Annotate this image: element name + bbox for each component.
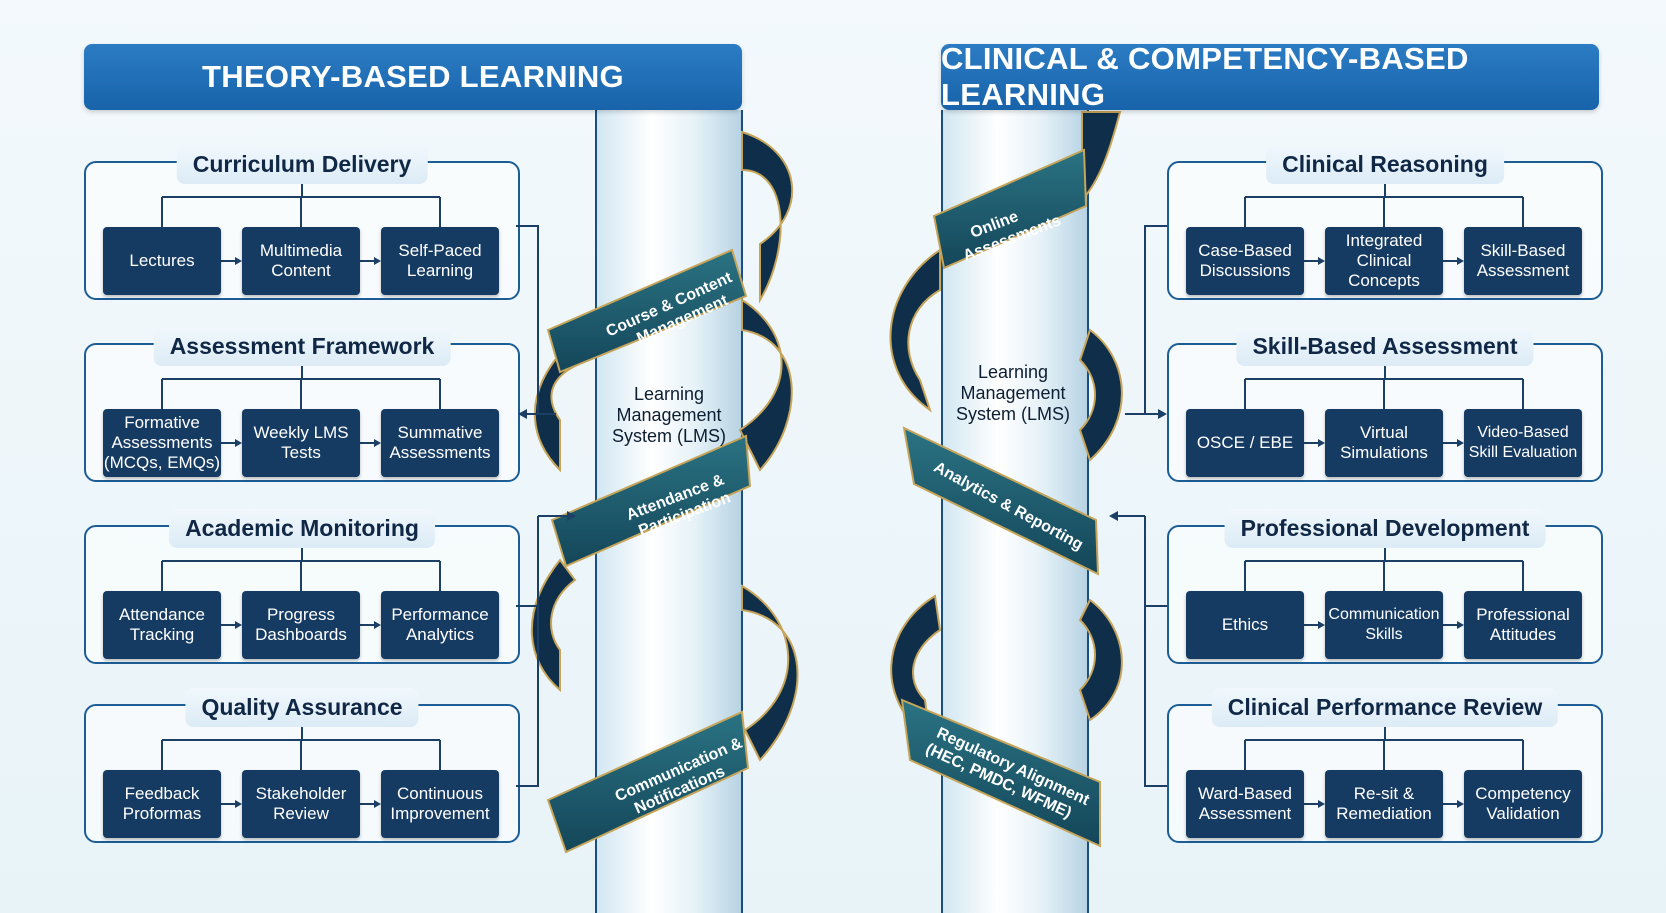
panel-title: Assessment Framework xyxy=(153,327,451,366)
panel-quality-assurance: Quality Assurance Feedback Proformas Sta… xyxy=(84,688,520,843)
theory-banner: THEORY-BASED LEARNING xyxy=(84,44,742,110)
panel-professional-development: Professional Development Ethics Communic… xyxy=(1167,509,1603,664)
node-progress-dashboards: Progress Dashboards xyxy=(242,591,360,659)
node-professional-attitudes: Professional Attitudes xyxy=(1464,591,1582,659)
panel-title: Professional Development xyxy=(1224,509,1546,548)
node-continuous-improvement: Continuous Improvement xyxy=(381,770,499,838)
node-feedback-proformas: Feedback Proformas xyxy=(103,770,221,838)
panel-title: Quality Assurance xyxy=(185,688,419,727)
node-osce-ebe: OSCE / EBE xyxy=(1186,409,1304,477)
node-competency-validation: Competency Validation xyxy=(1464,770,1582,838)
node-resit-remediation: Re-sit & Remediation xyxy=(1325,770,1443,838)
panel-academic-monitoring: Academic Monitoring Attendance Tracking … xyxy=(84,509,520,664)
node-integrated-clinical-concepts: Integrated Clinical Concepts xyxy=(1325,227,1443,295)
node-multimedia-content: Multimedia Content xyxy=(242,227,360,295)
node-skill-based-assessment: Skill-Based Assessment xyxy=(1464,227,1582,295)
panel-clinical-performance-review: Clinical Performance Review Ward-Based A… xyxy=(1167,688,1603,843)
panel-assessment-framework: Assessment Framework Formative Assessmen… xyxy=(84,327,520,482)
node-stakeholder-review: Stakeholder Review xyxy=(242,770,360,838)
node-attendance-tracking: Attendance Tracking xyxy=(103,591,221,659)
node-communication-skills: Communication Skills xyxy=(1325,591,1443,659)
node-performance-analytics: Performance Analytics xyxy=(381,591,499,659)
node-ethics: Ethics xyxy=(1186,591,1304,659)
panel-clinical-reasoning: Clinical Reasoning Case-Based Discussion… xyxy=(1167,145,1603,300)
panel-title: Academic Monitoring xyxy=(169,509,435,548)
panel-curriculum-delivery: Curriculum Delivery Lectures Multimedia … xyxy=(84,145,520,300)
right-ribbon-back xyxy=(889,111,1123,743)
right-ribbon-front xyxy=(900,148,1101,848)
node-formative-assessments: Formative Assessments (MCQs, EMQs) xyxy=(103,409,221,477)
panel-skill-based-assessment: Skill-Based Assessment OSCE / EBE Virtua… xyxy=(1167,327,1603,482)
node-summative-assessments: Summative Assessments xyxy=(381,409,499,477)
node-weekly-lms-tests: Weekly LMS Tests xyxy=(242,409,360,477)
panel-title: Curriculum Delivery xyxy=(176,145,428,184)
panel-title: Clinical Reasoning xyxy=(1266,145,1504,184)
left-ribbon-front xyxy=(546,248,752,854)
panel-title: Clinical Performance Review xyxy=(1211,688,1559,727)
node-ward-based-assessment: Ward-Based Assessment xyxy=(1186,770,1304,838)
panel-title: Skill-Based Assessment xyxy=(1236,327,1534,366)
node-video-based-skill-evaluation: Video-Based Skill Evaluation xyxy=(1464,409,1582,477)
node-case-based-discussions: Case-Based Discussions xyxy=(1186,227,1304,295)
clinical-banner: CLINICAL & COMPETENCY-BASED LEARNING xyxy=(941,41,1599,112)
node-self-paced-learning: Self-Paced Learning xyxy=(381,227,499,295)
node-virtual-simulations: Virtual Simulations xyxy=(1325,409,1443,477)
node-lectures: Lectures xyxy=(103,227,221,295)
